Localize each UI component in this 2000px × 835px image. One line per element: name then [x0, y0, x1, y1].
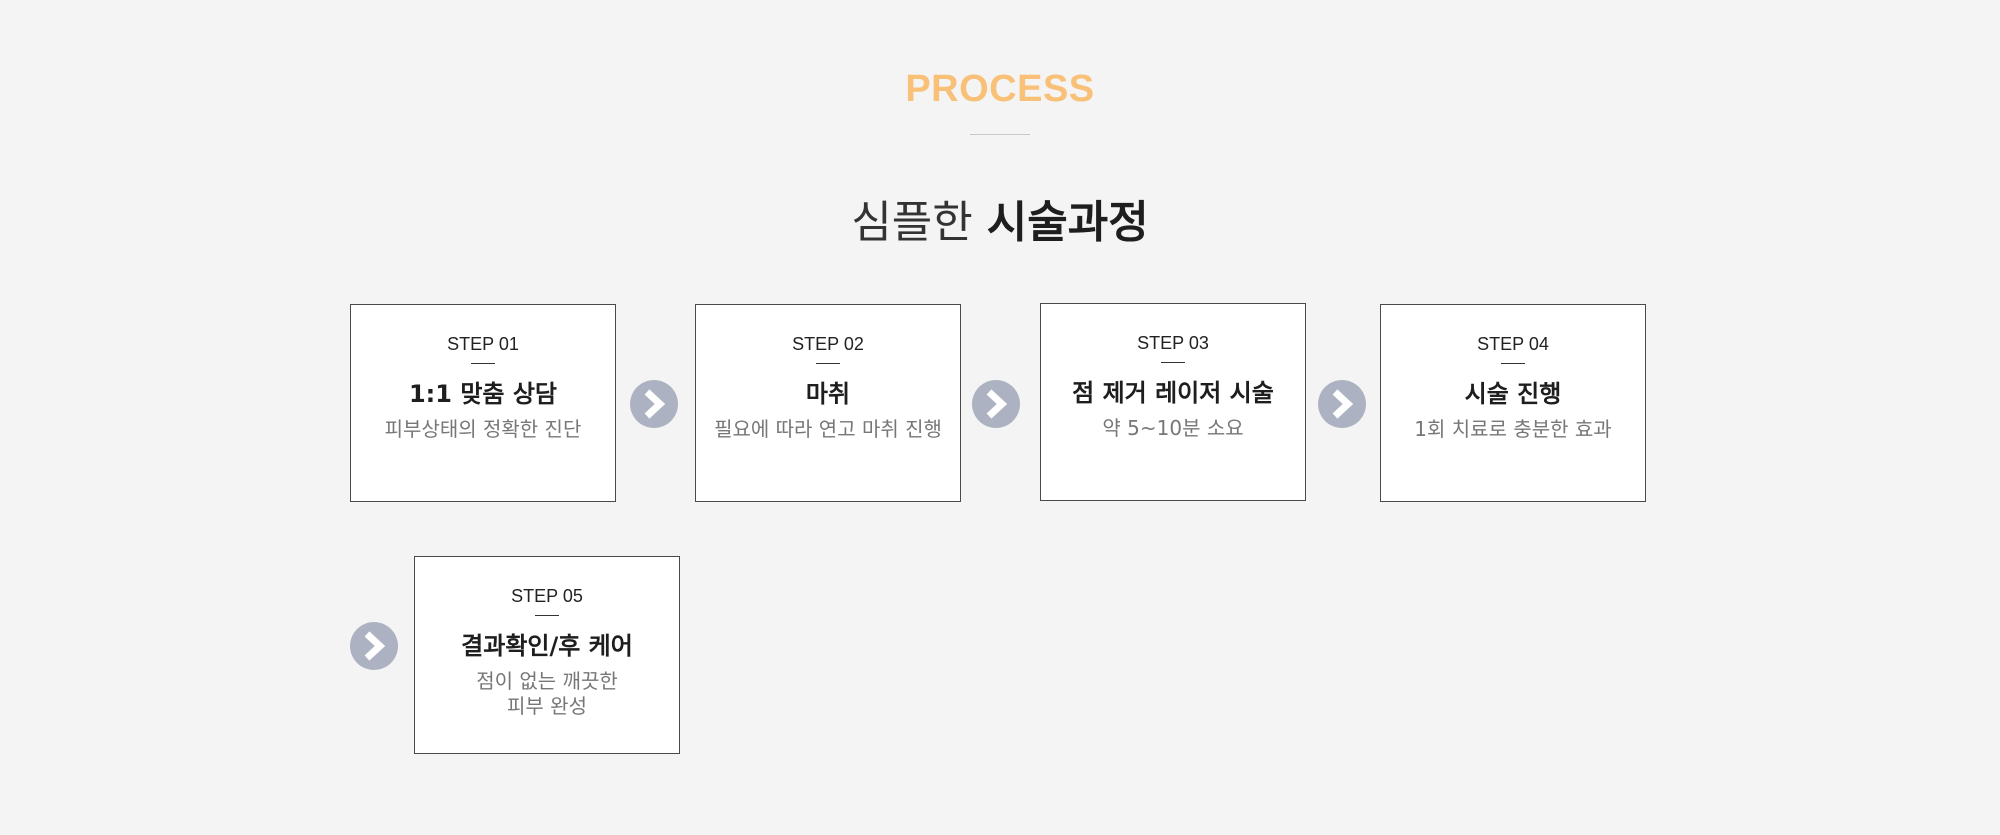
step-card-05: STEP 05 결과확인/후 케어 점이 없는 깨끗한 피부 완성	[414, 556, 680, 754]
step-card-03: STEP 03 점 제거 레이저 시술 약 5~10분 소요	[1040, 303, 1306, 501]
step-title: 결과확인/후 케어	[461, 632, 633, 660]
step-description-line: 점이 없는 깨끗한	[476, 669, 618, 693]
step-rule	[535, 615, 559, 616]
step-title: 마취	[805, 380, 851, 408]
section-title: 심플한 시술과정	[0, 186, 2000, 250]
step-rule	[471, 363, 495, 364]
chevron-right-icon	[630, 380, 678, 428]
step-label: STEP 05	[511, 586, 583, 606]
step-description-line: 피부상태의 정확한 진단	[384, 417, 582, 441]
step-rule	[816, 363, 840, 364]
eyebrow-divider	[970, 134, 1030, 135]
step-description-line: 피부 완성	[507, 694, 587, 718]
chevron-right-icon	[350, 622, 398, 670]
step-title: 시술 진행	[1464, 380, 1562, 408]
step-title: 1:1 맞춤 상담	[408, 380, 558, 408]
step-description: 피부상태의 정확한 진단	[351, 417, 615, 442]
section-eyebrow: PROCESS	[905, 68, 1095, 110]
step-rule	[1161, 362, 1185, 363]
section-title-bold: 시술과정	[986, 197, 1149, 248]
step-title: 점 제거 레이저 시술	[1072, 379, 1274, 407]
step-description: 필요에 따라 연고 마취 진행	[696, 417, 960, 442]
step-description: 1회 치료로 충분한 효과	[1381, 417, 1645, 442]
chevron-right-icon	[1318, 380, 1366, 428]
step-description-line: 약 5~10분 소요	[1102, 416, 1244, 440]
step-description: 약 5~10분 소요	[1041, 416, 1305, 441]
step-card-02: STEP 02 마취 필요에 따라 연고 마취 진행	[695, 304, 961, 502]
step-description: 점이 없는 깨끗한 피부 완성	[415, 669, 679, 719]
step-label: STEP 04	[1477, 334, 1549, 354]
step-rule	[1501, 363, 1525, 364]
step-card-04: STEP 04 시술 진행 1회 치료로 충분한 효과	[1380, 304, 1646, 502]
section-title-light: 심플한	[851, 197, 973, 248]
step-description-line: 필요에 따라 연고 마취 진행	[714, 417, 942, 441]
step-card-01: STEP 01 1:1 맞춤 상담 피부상태의 정확한 진단	[350, 304, 616, 502]
step-label: STEP 01	[447, 334, 519, 354]
step-label: STEP 03	[1137, 333, 1209, 353]
chevron-right-icon	[972, 380, 1020, 428]
step-label: STEP 02	[792, 334, 864, 354]
step-description-line: 1회 치료로 충분한 효과	[1414, 417, 1612, 441]
